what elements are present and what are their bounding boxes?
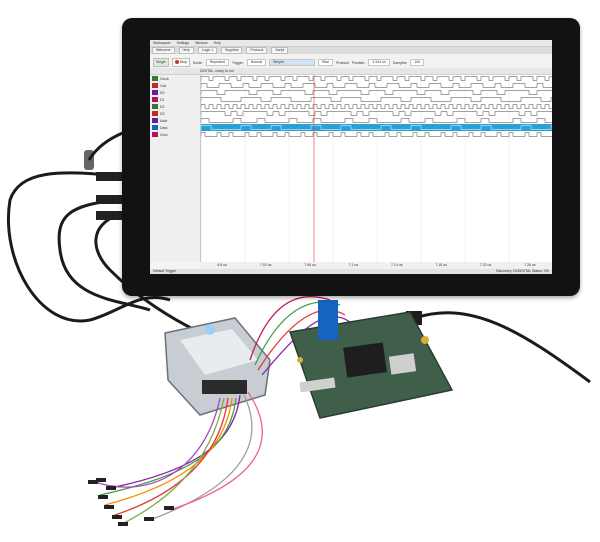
menu-item[interactable]: Window — [195, 41, 208, 45]
condition-select[interactable]: Simple — [269, 59, 316, 66]
channel-color-tag — [152, 132, 158, 137]
trigger-label: Trigger: — [231, 60, 244, 65]
axis-tick-label: 6.8 us — [217, 263, 227, 267]
channel-row[interactable]: D0 — [150, 89, 200, 96]
channel-waveform — [200, 90, 552, 95]
status-bar: Default Trigger Discovery: DI/DIGITAL St… — [150, 269, 552, 274]
tab-supplies[interactable]: Supplies — [221, 47, 243, 54]
channel-waveform — [200, 111, 552, 116]
tab-script[interactable]: Script — [271, 47, 289, 54]
channel-row[interactable]: D1 — [150, 96, 200, 103]
channel-label: D0 — [160, 90, 165, 95]
channel-label: Cmd — [160, 132, 168, 137]
menu-bar: Workspace Settings Window Help — [150, 40, 552, 47]
channel-color-tag — [152, 125, 158, 130]
tab-logic[interactable]: Logic 1 — [197, 47, 218, 54]
channel-color-tag — [152, 76, 158, 81]
channel-waveform — [200, 83, 552, 88]
menu-item[interactable]: Workspace — [153, 41, 171, 45]
channel-row[interactable]: D3 — [150, 110, 200, 117]
channel-waveform — [200, 125, 552, 130]
mode-label: Mode: — [192, 60, 203, 65]
position-field[interactable]: 3.344 us — [368, 59, 390, 66]
channel-color-tag — [152, 90, 158, 95]
samples-field[interactable]: 10k — [410, 59, 425, 66]
channel-row[interactable]: Clock — [150, 75, 200, 82]
axis-tick-label: 7.06 us — [304, 263, 316, 267]
edge-select[interactable]: Rise — [318, 59, 334, 66]
samples-label: Samples: — [392, 60, 408, 65]
time-axis: 6.8 us 7.02 us 7.06 us 7.1 us 7.14 us 7.18 us… — [201, 262, 552, 269]
channel-waveform — [200, 118, 552, 123]
channel-label: D2 — [160, 104, 165, 109]
stop-label: Stop — [179, 60, 187, 64]
channel-waveform — [200, 132, 552, 137]
channel-color-tag — [152, 104, 158, 109]
channel-row[interactable]: Cs# — [150, 82, 200, 89]
footer-device: Discovery: DI/DIGITAL Status: OK — [496, 269, 549, 273]
channel-row[interactable]: Data — [150, 124, 200, 131]
menu-item[interactable]: Settings — [176, 41, 190, 45]
channel-color-tag — [152, 97, 158, 102]
channel-label: D1 — [160, 97, 165, 102]
channel-row[interactable]: Cmd — [150, 131, 200, 138]
usb-plug — [96, 211, 122, 220]
selected-channel-highlight — [201, 124, 552, 131]
dev-board — [288, 300, 454, 419]
channel-waveform — [200, 76, 552, 81]
channel-label: Clock — [160, 76, 169, 81]
channel-waveform — [200, 104, 552, 109]
axis-tick-label: 7.22 us — [479, 263, 492, 267]
channel-row[interactable]: D2 — [150, 103, 200, 110]
protocol-label: Protocol — [336, 60, 349, 65]
mode-select[interactable]: Repeated — [205, 59, 229, 66]
stop-button[interactable]: Stop — [171, 58, 190, 67]
tab-bar: Welcome Help Logic 1 Supplies Protocol S… — [150, 47, 552, 54]
channel-label: Addr — [160, 118, 168, 123]
status-line: DIGITAL: ready to run — [150, 68, 552, 75]
stop-icon — [174, 60, 179, 65]
usb-cable — [94, 213, 196, 332]
probe-tips — [88, 478, 174, 526]
usb-plug — [96, 172, 122, 181]
usb-cable — [7, 171, 171, 323]
waveform-svg — [200, 75, 552, 262]
axis-tick-label: 7.14 us — [391, 263, 403, 267]
menu-item[interactable]: Help — [213, 41, 221, 45]
channel-waveform — [200, 97, 552, 102]
usb-plug — [96, 195, 122, 204]
position-label: Position: — [351, 60, 366, 65]
power-cable — [414, 311, 591, 384]
footer-trigger: Default Trigger — [153, 269, 176, 273]
axis-tick-label: 7.02 us — [259, 263, 272, 267]
tab-protocol[interactable]: Protocol — [246, 47, 268, 54]
tab-welcome[interactable]: Welcome — [152, 47, 175, 54]
single-button[interactable]: Single — [153, 58, 169, 67]
trigger-select[interactable]: Normal — [246, 59, 267, 66]
channel-row[interactable]: Addr — [150, 117, 200, 124]
axis-tick-label: 7.1 us — [348, 263, 359, 267]
app-screen: Workspace Settings Window Help Welcome H… — [150, 40, 552, 274]
channel-color-tag — [152, 111, 158, 116]
tab-help[interactable]: Help — [178, 47, 194, 54]
usb-cable — [57, 198, 151, 312]
axis-tick-label: 7.18 us — [435, 263, 447, 267]
digital-discovery-device — [164, 317, 271, 416]
channel-label: D3 — [160, 111, 165, 116]
channel-color-tag — [152, 83, 158, 88]
waveform-plot[interactable] — [200, 75, 552, 262]
usb-cable — [87, 130, 126, 161]
channel-label: Cs# — [160, 83, 167, 88]
channel-color-tag — [152, 118, 158, 123]
channel-label: Data — [160, 125, 168, 130]
axis-tick-label: 7.26 us — [524, 263, 536, 267]
